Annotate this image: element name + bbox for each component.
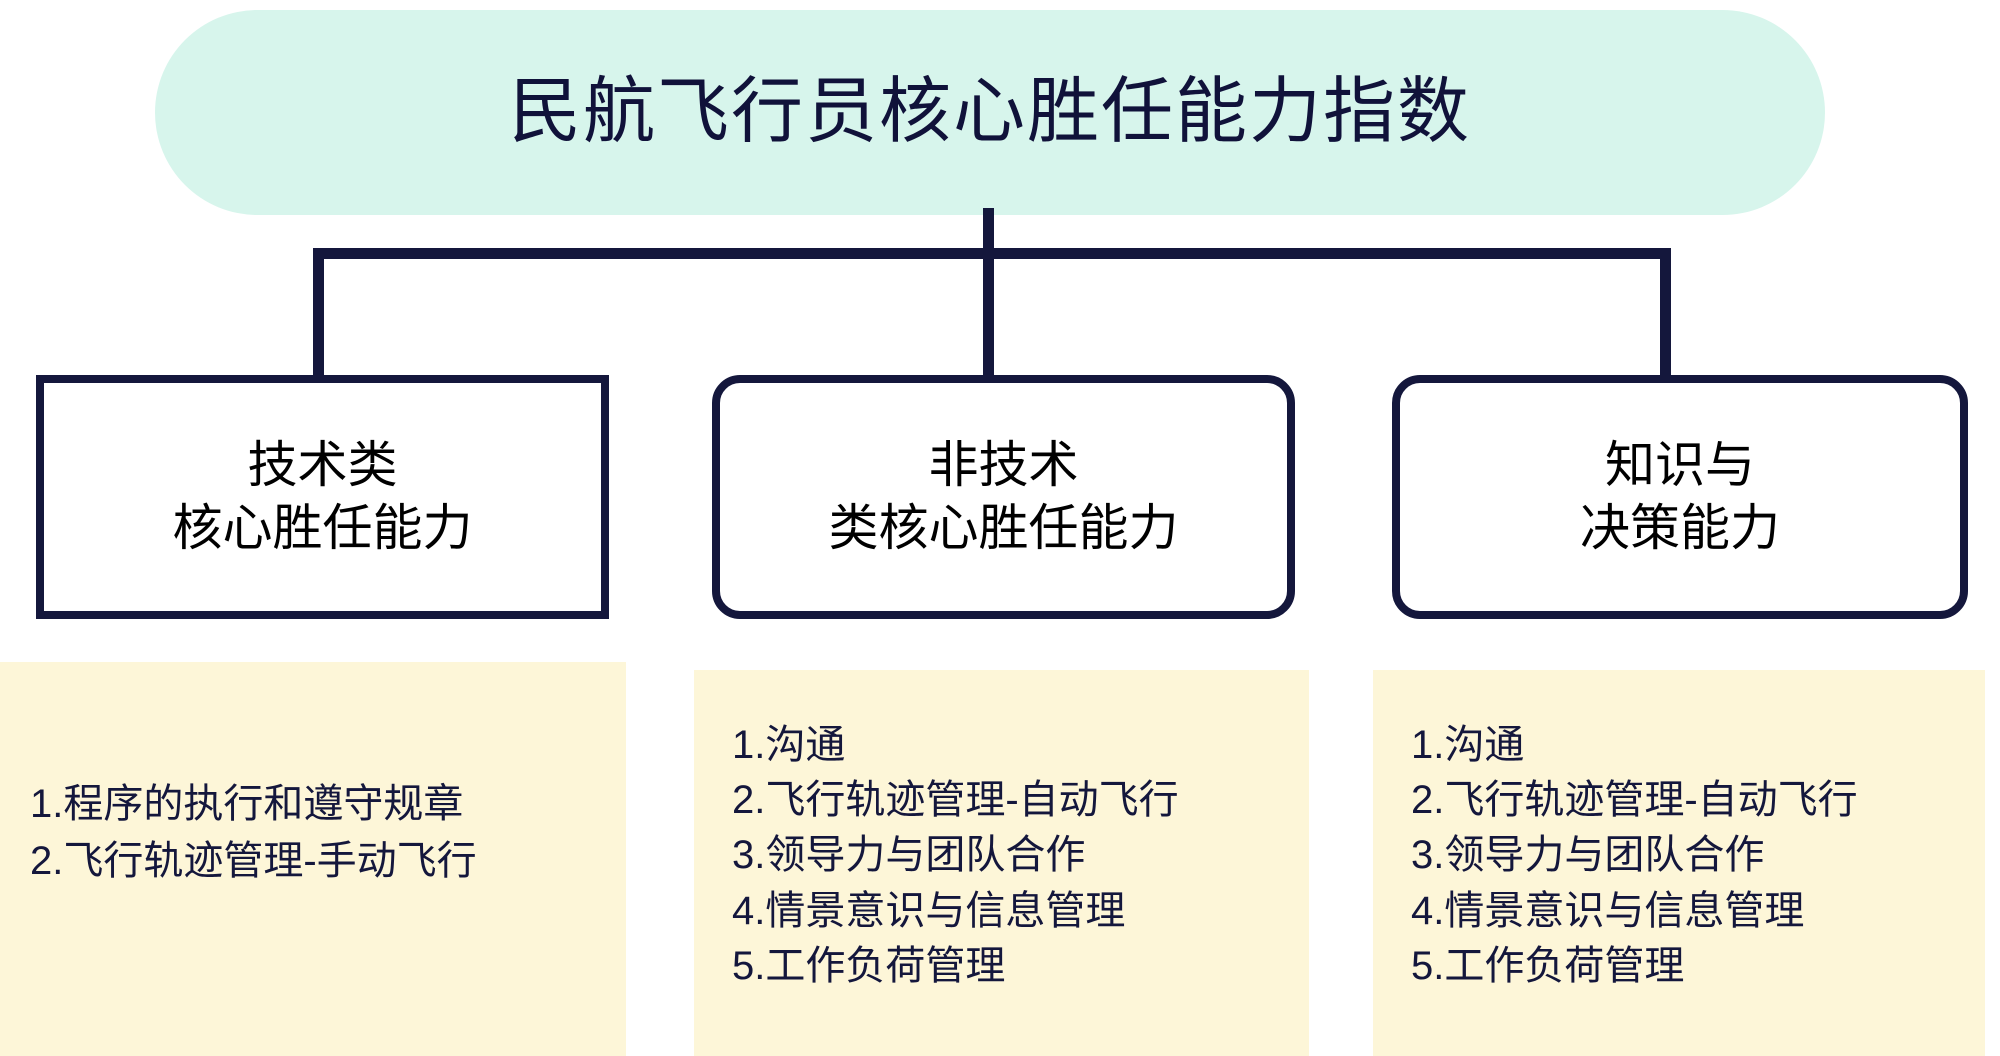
list-item: 5.工作负荷管理 (732, 943, 1006, 988)
category-label-non-technical-line1: 非技术 (928, 437, 1079, 493)
list-item: 4.情景意识与信息管理 (1411, 888, 1805, 933)
category-box-knowledge-decision[interactable]: 知识与 决策能力 (1392, 375, 1968, 619)
list-item: 2.飞行轨迹管理-手动飞行 (30, 839, 477, 883)
category-label-technical-line2: 核心胜任能力 (172, 500, 473, 556)
list-item: 3.领导力与团队合作 (1411, 833, 1765, 878)
connector-drop-technical (313, 248, 324, 378)
category-label-non-technical-line2: 类核心胜任能力 (828, 500, 1179, 556)
page-title: 民航飞行员核心胜任能力指数 (508, 71, 1471, 152)
list-item: 4.情景意识与信息管理 (732, 888, 1126, 933)
detail-panel-knowledge-decision: 1.沟通 2.飞行轨迹管理-自动飞行 3.领导力与团队合作 4.情景意识与信息管… (1373, 670, 1985, 1056)
list-item: 5.工作负荷管理 (1411, 943, 1685, 988)
connector-stem-from-title (983, 208, 994, 256)
list-item: 1.程序的执行和遵守规章 (30, 782, 464, 827)
list-item: 1.沟通 (1411, 723, 1525, 768)
category-label-knowledge-decision-line2: 决策能力 (1580, 500, 1780, 556)
list-item: 1.沟通 (732, 723, 846, 768)
list-item: 3.领导力与团队合作 (732, 833, 1086, 878)
category-box-technical[interactable]: 技术类 核心胜任能力 (36, 375, 609, 619)
diagram-title-box: 民航飞行员核心胜任能力指数 (155, 10, 1825, 215)
detail-panel-technical: 1.程序的执行和遵守规章 2.飞行轨迹管理-手动飞行 (0, 662, 626, 1056)
list-item: 2.飞行轨迹管理-自动飞行 (1411, 778, 1858, 823)
detail-panel-non-technical: 1.沟通 2.飞行轨迹管理-自动飞行 3.领导力与团队合作 4.情景意识与信息管… (694, 670, 1309, 1056)
category-label-technical-line1: 技术类 (247, 437, 398, 493)
category-box-non-technical[interactable]: 非技术 类核心胜任能力 (712, 375, 1295, 619)
connector-drop-knowledge-decision (1660, 248, 1671, 378)
category-label-knowledge-decision-line1: 知识与 (1605, 437, 1755, 493)
connector-drop-non-technical (983, 248, 994, 378)
list-item: 2.飞行轨迹管理-自动飞行 (732, 778, 1179, 823)
